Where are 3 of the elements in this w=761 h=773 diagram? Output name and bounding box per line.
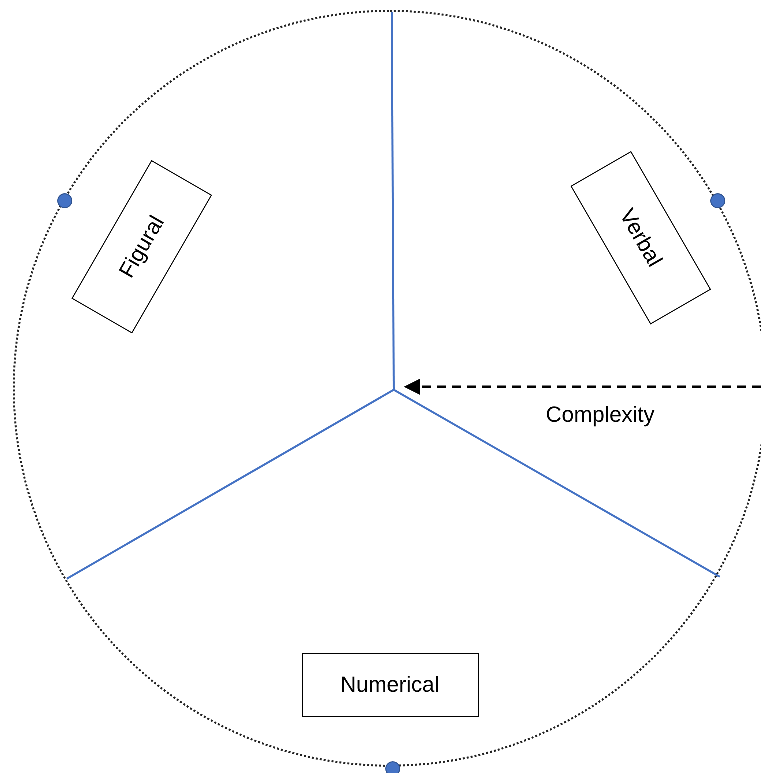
box-label: Numerical: [340, 672, 440, 698]
axis-label: Complexity: [546, 402, 655, 428]
label-box: [302, 653, 478, 717]
